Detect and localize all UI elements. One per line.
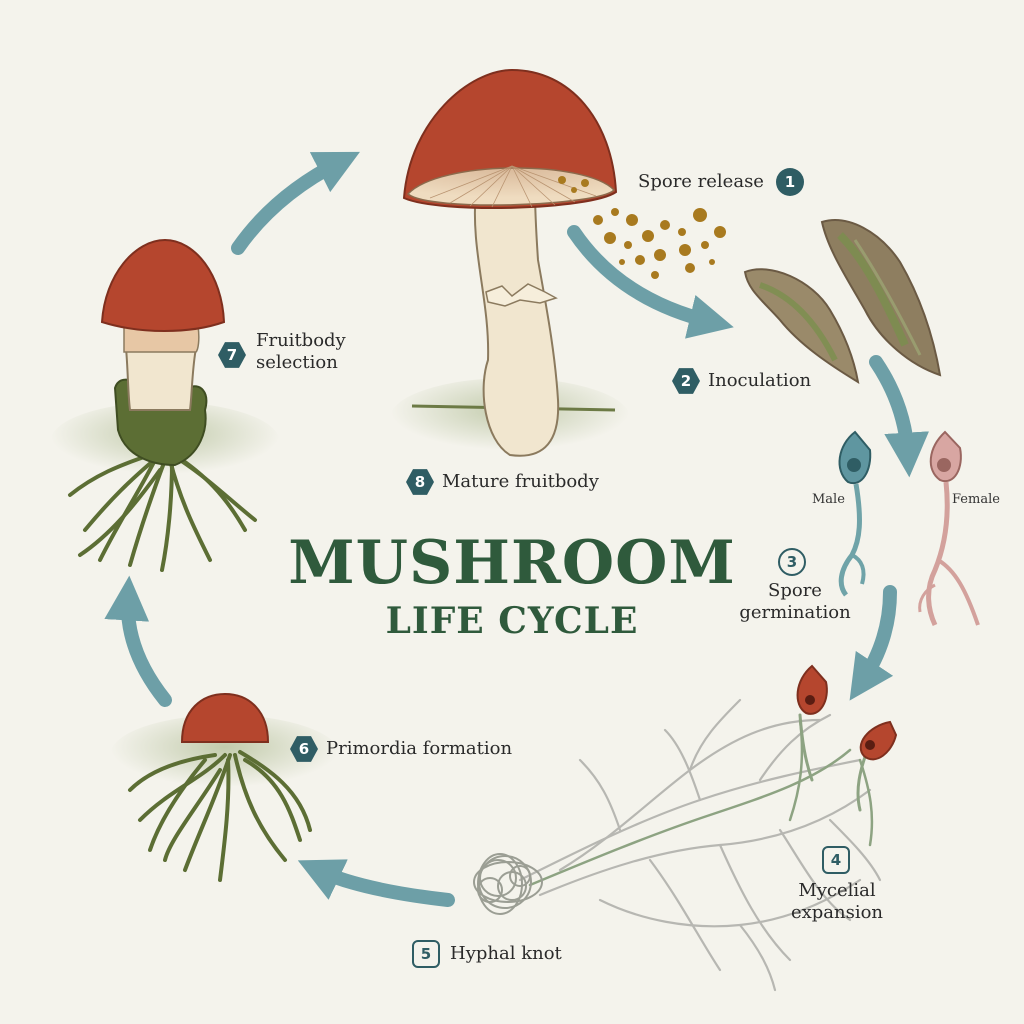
stage-4-badge: 4	[822, 846, 850, 874]
stage-8-label: Mature fruitbody	[442, 471, 599, 492]
stage-7-label-line1: Fruitbody	[256, 330, 346, 351]
stage-7-label-line2: selection	[256, 352, 338, 373]
stage-3-label: Spore germination	[730, 580, 860, 624]
stage-4-label: Mycelial expansion	[772, 880, 902, 924]
arrow-8-to-2	[567, 225, 734, 339]
stage-5-badge: 5	[412, 940, 440, 968]
stage-2-label: Inoculation	[708, 370, 812, 391]
fruiting-spore-2	[859, 720, 898, 761]
stage-1-label: Spore release	[638, 171, 764, 192]
mycelium-illustration	[518, 664, 898, 992]
male-spore	[838, 430, 872, 485]
diagram-title: MUSHROOM	[288, 528, 736, 598]
stage-4-label-line2: expansion	[790, 902, 884, 923]
arrow-7-to-8	[231, 151, 360, 255]
stage-3-label-line1: Spore	[768, 580, 822, 601]
stage-7-badge: 7	[218, 342, 246, 368]
arrow-6-to-7	[104, 575, 172, 707]
male-spore-label: Male	[812, 492, 845, 507]
arrow-3-to-4	[849, 585, 897, 701]
diagram-subtitle: LIFE CYCLE	[385, 600, 639, 642]
arrow-5-to-6	[297, 859, 455, 907]
wood-substrate-illustration	[743, 219, 942, 385]
fruiting-spore-1	[796, 664, 828, 715]
germinating-spores-illustration	[838, 430, 980, 627]
stage-7-label: Fruitbody selection	[256, 330, 346, 374]
cycle-arrows	[104, 151, 930, 907]
female-spore	[929, 430, 962, 483]
stage-2-badge: 2	[672, 368, 700, 394]
female-spore-label: Female	[952, 492, 1000, 507]
stage-6-label: Primordia formation	[326, 738, 513, 759]
stage-5-label: Hyphal knot	[450, 943, 562, 964]
stage-3-badge: 3	[778, 548, 806, 576]
arrow-2-to-3	[869, 355, 930, 478]
stage-4-label-line1: Mycelial	[798, 880, 876, 901]
primordia-illustration	[110, 692, 340, 882]
stage-1-badge: 1	[776, 168, 804, 196]
hyphal-knot-illustration	[473, 853, 543, 915]
fruitbody-selection-illustration	[50, 238, 280, 572]
stage-3-label-line2: germination	[739, 602, 851, 623]
spores-illustration	[558, 176, 726, 279]
